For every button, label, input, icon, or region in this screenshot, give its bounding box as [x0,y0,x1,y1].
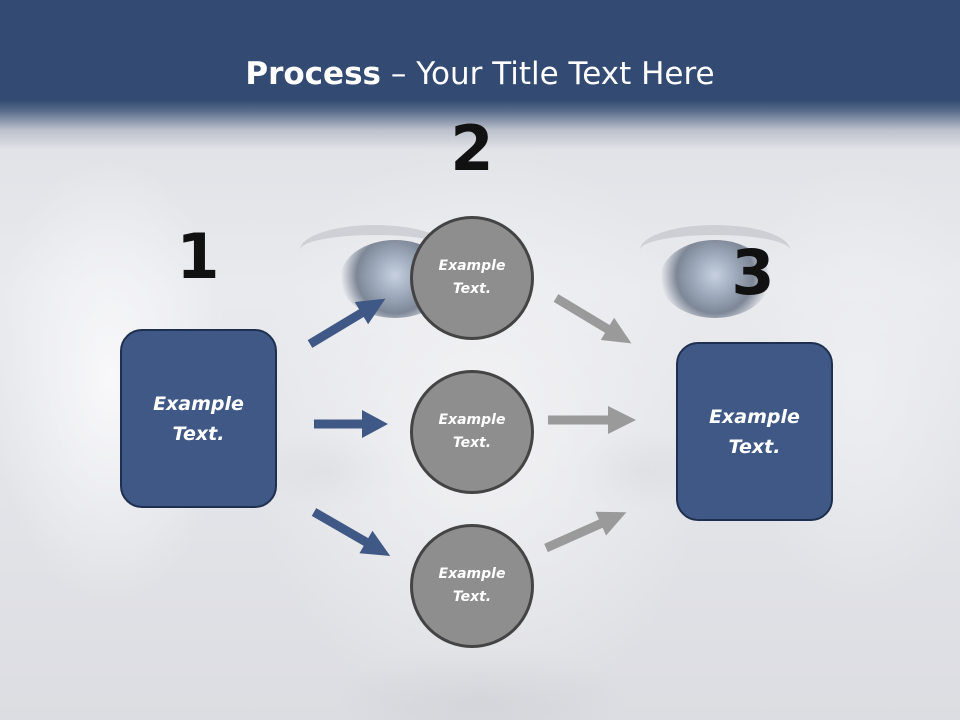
circle-bottom-text: Example Text. [438,566,506,605]
process-circle-bottom: Example Text. [410,524,534,648]
arrow-to-bottom-circle [311,508,391,556]
left-process-box: Example Text. [120,329,277,508]
right-eye [660,240,770,318]
arrow-from-middle-circle [548,406,636,434]
process-circle-middle: Example Text. [410,370,534,494]
right-box-text: Example Text. [709,405,800,458]
title-bold: Process [245,56,381,92]
left-box-text: Example Text. [153,392,244,445]
right-process-box: Example Text. [676,342,833,521]
step-number-1: 1 [176,220,220,293]
circle-top-text: Example Text. [438,258,506,297]
left-brow [300,225,450,275]
step-number-2: 2 [450,112,494,185]
arrow-from-bottom-circle [544,511,627,553]
arrow-to-top-circle [307,298,386,348]
process-circle-top: Example Text. [410,216,534,340]
step-number-3: 3 [731,236,775,309]
circle-middle-text: Example Text. [438,412,506,451]
header-band [0,0,960,150]
right-brow [640,225,790,275]
title-rest: – Your Title Text Here [381,56,715,92]
arrow-from-top-circle [553,294,632,344]
slide-title: Process – Your Title Text Here [0,52,960,96]
arrow-to-middle-circle [314,410,388,438]
